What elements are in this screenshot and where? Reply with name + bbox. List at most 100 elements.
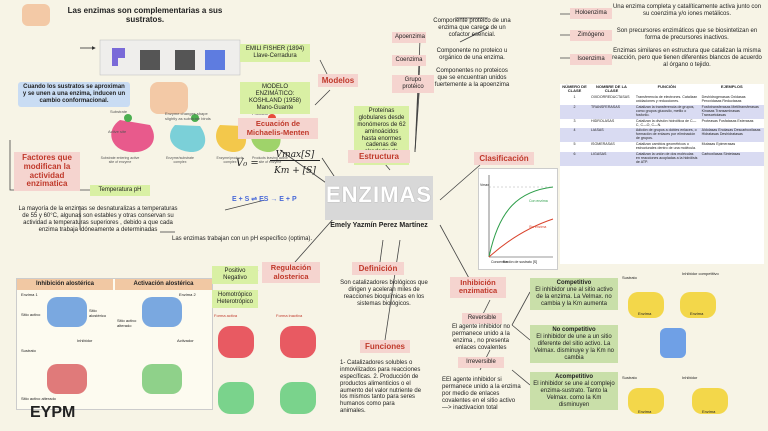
regulation-label: Regulación alosterica <box>262 262 320 284</box>
competitive-box: Competitivo El inhibidor une al sitio ac… <box>530 278 618 310</box>
definition-label: Definición <box>352 262 404 276</box>
label-step1: Substrate entering active site of enzyme <box>100 156 140 165</box>
functions-label: Funciones <box>360 340 410 354</box>
table-cell: 6 <box>560 152 590 167</box>
michaelis-label: Ecuación de Michaelis-Menten <box>238 118 318 140</box>
temperature-label: Temperatura <box>98 187 133 193</box>
structure-label: Estructura <box>348 150 410 164</box>
functions-text: 1- Catalizadores solubles o inmovilizado… <box>340 360 422 415</box>
classification-label: Clasificación <box>474 152 534 166</box>
grupo-label: Grupo protéico <box>392 75 434 93</box>
table-cell: Transferencia de electrones. Catalizan o… <box>633 94 700 105</box>
noncompetitive-box: No competitivo El inhibidor de une a un … <box>530 325 618 364</box>
table-cell: 3 <box>560 118 590 129</box>
table-cell: Aldolasas Enolasas Descarboxilasas Hidra… <box>699 128 764 143</box>
holoenzima-desc: Una enzima completa y catalíticamente ac… <box>612 4 762 17</box>
table-cell: TRANSFERASAS <box>589 104 634 119</box>
positive-label: Positivo <box>224 268 246 274</box>
fig-enzyme-1b <box>680 292 716 318</box>
regulation-homo-hetero: Homotrópico Heterotrópico <box>212 290 258 308</box>
reaction-equation: E + S ⇌ ES → E + P <box>232 196 297 203</box>
table-header-cell: NÚMERO DE CLASE <box>560 84 590 95</box>
enzyme2-shape <box>142 297 182 327</box>
enzyme-illustration <box>22 4 50 26</box>
enzyme2-activated-shape <box>142 364 182 394</box>
table-cell: 5 <box>560 142 590 153</box>
active-form-shape <box>218 326 254 358</box>
signature: EYPM <box>30 404 76 421</box>
fig-inhibidor: Inhibidor <box>682 375 698 380</box>
center-author: Emely Yazmín Perez Martínez <box>330 222 428 229</box>
competitive-title: Competitivo <box>556 280 592 286</box>
intro-note: Cuando los sustratos se aproximan y se u… <box>18 82 130 107</box>
table-cell: Catalizan la división hidrolítica de C—C… <box>633 118 700 129</box>
table-cell: Mutasas Epimerasas <box>699 142 764 153</box>
forma-activa-label: Forma activa <box>214 313 238 318</box>
table-header-cell: NOMBRE DE LA CLASE <box>589 84 634 95</box>
fig-sustrato-1: Sustrato <box>622 275 637 280</box>
enzyme1-label: Enzima 1 <box>21 292 38 297</box>
reversible-label: Reversible <box>462 313 502 324</box>
irreversible-desc: EEl agente inhibidor si permanece unido … <box>442 377 521 411</box>
label-step4: Products leaving active site of enzyme <box>252 156 288 165</box>
forma-inactiva-label: Forma inactiva <box>276 313 303 318</box>
graph-vmax: Vmax <box>480 183 489 187</box>
competitive-desc: El inhibidor une al sitio activo de la e… <box>535 286 613 307</box>
fig-enzima-1a: Enzima <box>638 311 652 316</box>
active-site-label: Sitio activo <box>21 312 41 317</box>
fig-inhibidor-comp: Inhibidor competitivo <box>682 271 719 276</box>
inhibition-figures: Sustrato Inhibidor competitivo Enzima En… <box>622 271 764 428</box>
isoenzima-desc: Enzimas similares en estructura que cata… <box>612 48 762 68</box>
allosteric-site-label: Sitio alostérico <box>89 308 107 318</box>
activ-title: Activación alostérica <box>115 279 212 290</box>
label-active-site: Active site <box>108 129 127 134</box>
table-cell: OXIDORREDUCTASAS <box>589 94 634 105</box>
irreversible-label: Irreversible <box>458 357 504 368</box>
fig-enzyme-1a <box>628 292 664 318</box>
graph-xlabel: Concentración de sustrato [S] <box>491 260 538 264</box>
inactive-site-label: Sitio activo alterado <box>21 396 56 401</box>
graph-km: Km <box>503 260 509 264</box>
michaelis-graph: Con enzima Sin enzima Concentración de s… <box>478 168 558 270</box>
negative-label: Negativo <box>223 274 247 281</box>
table-cell: Deshidrogenasas Oxidasas Peroxidasas Red… <box>699 94 764 105</box>
allosteric-figure: Inhibición alostérica Activación alostér… <box>16 278 213 410</box>
zimogeno-desc: Son precursores enzimáticos que se biosi… <box>616 28 758 41</box>
table-cell: Catalizan la unión de dos moléculas en r… <box>633 152 700 167</box>
fig-enzima-2b: Enzima <box>702 409 716 414</box>
definition-text: Son catalizadores biológicos que dirigen… <box>340 280 428 307</box>
table-cell: 1 <box>560 94 590 105</box>
fig-enzima-1b: Enzima <box>690 311 704 316</box>
acompetitive-title: Acompetitivo <box>554 374 593 380</box>
ph-label: pH <box>133 187 142 193</box>
table-cell: Carboxilasas Sintetasas <box>699 152 764 167</box>
fig-noncomp-shape <box>660 328 686 358</box>
homo-label: Homotrópico <box>217 292 252 298</box>
active-form-shape-2 <box>218 382 254 414</box>
label-step2: Enzyme/substrate complex <box>165 156 194 165</box>
factors-label: Factores que modifican la actividad enzi… <box>14 152 80 192</box>
active-site-b-label: Sitio activo alterado <box>117 318 137 328</box>
noncompetitive-title: No competitivo <box>552 327 596 333</box>
table-cell: 2 <box>560 104 590 119</box>
apoenzima-desc: Componente protéico de una enzima que ca… <box>433 18 511 38</box>
enzyme1-inhibited-shape <box>47 364 87 394</box>
table-cell: Fosfotransferasas Metiltransferasas Kina… <box>699 104 764 119</box>
substrate-label: Sustrato <box>21 348 36 353</box>
fig-enzyme-2a <box>628 388 664 414</box>
coenzima-label: Coenzima <box>392 55 426 66</box>
table-cell: Catalizan cambios geométricos o estructu… <box>633 142 700 153</box>
model-koshland: MODELO ENZIMÁTICO: KOSHLAND (1958) Mano-… <box>240 82 310 114</box>
coenzima-desc: Componente no proteico u orgánico de una… <box>436 48 508 61</box>
enzyme1-shape <box>47 297 87 327</box>
reversible-desc: El agente inhibidor no permanece unido a… <box>451 324 511 351</box>
